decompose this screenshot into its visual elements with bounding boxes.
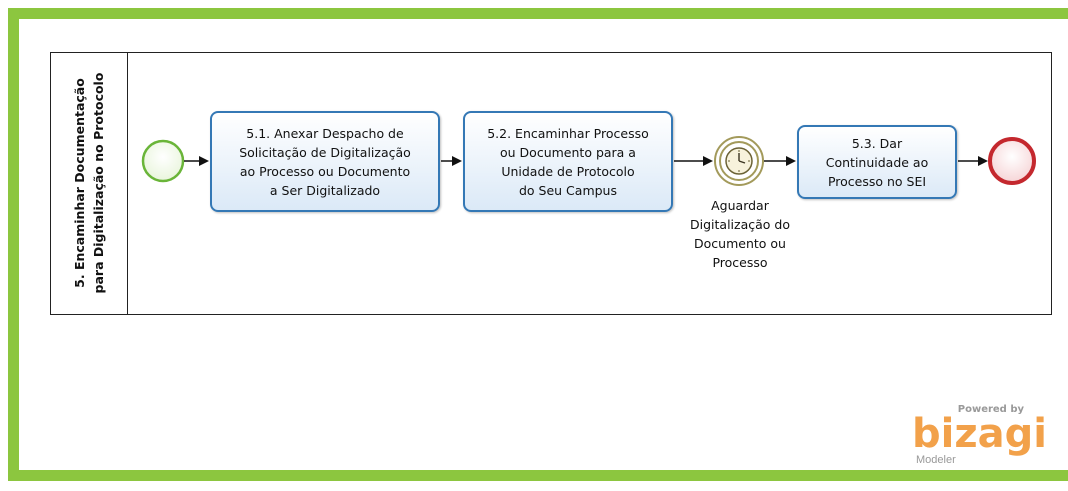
timer-event[interactable] [714, 136, 764, 186]
task-5-3-line-3: Processo no SEI [827, 173, 927, 189]
powered-by-text: Powered by [957, 404, 1024, 415]
task-5-1[interactable]: 5.1. Anexar Despacho de Solicitação de D… [210, 111, 440, 212]
clock-icon [725, 147, 753, 175]
task-5-1-line-3: ao Processo ou Documento [239, 163, 411, 179]
task-5-2-line-3: Unidade de Protocolo [501, 163, 635, 179]
task-5-1-line-1: 5.1. Anexar Despacho de [246, 125, 404, 141]
task-5-3-line-1: 5.3. Dar [851, 135, 903, 151]
task-5-2-line-1: 5.2. Encaminhar Processo [487, 125, 649, 141]
end-event[interactable] [988, 137, 1036, 185]
lane-header [50, 52, 128, 315]
start-event[interactable] [141, 139, 185, 183]
timer-label-line-3: Documento ou [694, 236, 786, 251]
task-5-2-line-2: ou Documento para a [500, 144, 636, 160]
timer-label-line-2: Digitalização do [690, 217, 790, 232]
pool [50, 52, 1052, 315]
timer-label-line-4: Processo [712, 255, 768, 270]
task-5-2-line-4: do Seu Campus [518, 182, 617, 198]
diagram-frame [8, 8, 1068, 481]
task-5-3-line-2: Continuidade ao [825, 154, 929, 170]
bizagi-logo: bizagi [912, 411, 1047, 457]
bizagi-branding: Powered by bizagi Modeler [912, 404, 1052, 472]
modeler-text: Modeler [916, 454, 956, 466]
task-5-2[interactable]: 5.2. Encaminhar Processo ou Documento pa… [463, 111, 673, 212]
task-5-1-line-4: a Ser Digitalizado [269, 182, 381, 198]
timer-label-line-1: Aguardar [711, 198, 769, 213]
task-5-1-line-2: Solicitação de Digitalização [239, 144, 411, 160]
timer-event-label: Aguardar Digitalização do Documento ou P… [670, 196, 810, 272]
task-5-3[interactable]: 5.3. Dar Continuidade ao Processo no SEI [797, 125, 957, 199]
